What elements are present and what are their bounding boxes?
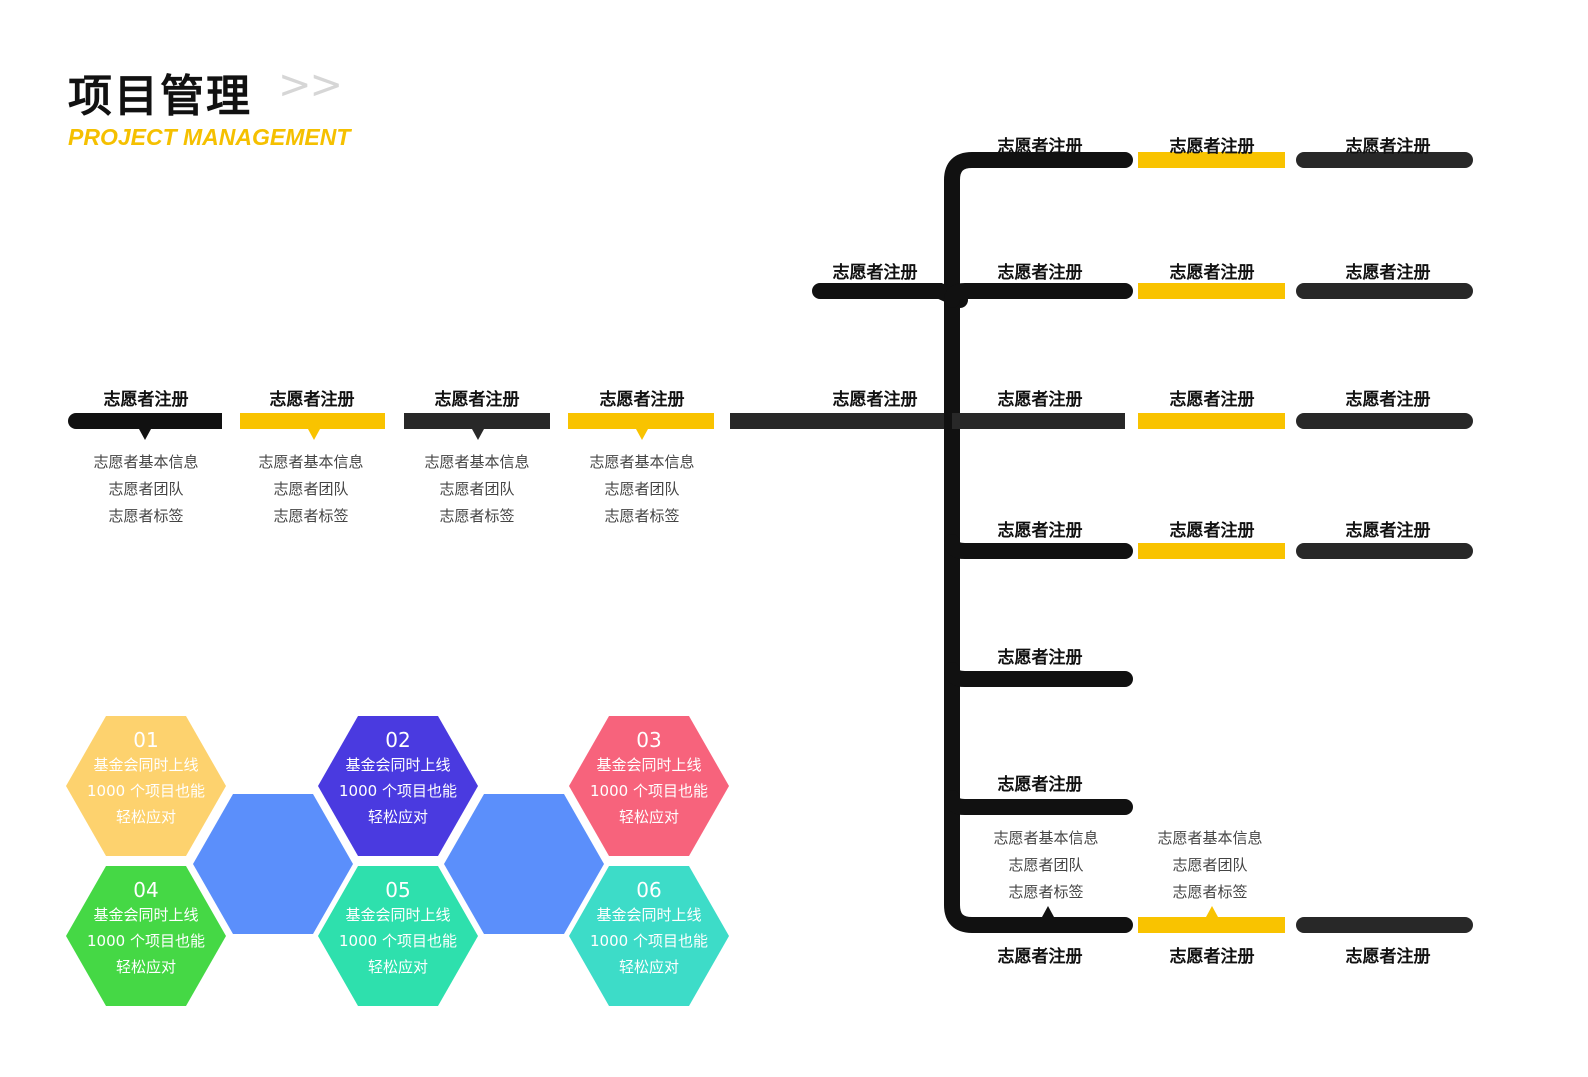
hex-5-text: 05 基金会同时上线 1000 个项目也能 轻松应对 <box>339 878 457 976</box>
tree-label-r7-c3: 志愿者注册 <box>1345 947 1431 967</box>
step-label-3: 志愿者注册 <box>434 390 520 410</box>
tree-label-r3-c2: 志愿者注册 <box>1169 390 1255 410</box>
tree-label-r6-c1: 志愿者注册 <box>997 775 1083 795</box>
hex-1-text: 01 基金会同时上线 1000 个项目也能 轻松应对 <box>87 728 205 826</box>
hex-4-text: 04 基金会同时上线 1000 个项目也能 轻松应对 <box>87 878 205 976</box>
tree-label-r3-c1: 志愿者注册 <box>997 390 1083 410</box>
tree-bar-yellow-1 <box>1138 152 1285 168</box>
step-bar-4 <box>568 413 714 429</box>
tree-label-r1-c3: 志愿者注册 <box>1345 137 1431 157</box>
step-label-4: 志愿者注册 <box>599 390 685 410</box>
step-label-1: 志愿者注册 <box>103 390 189 410</box>
hex-5 <box>318 866 478 1006</box>
tree-label-r2-c1: 志愿者注册 <box>997 263 1083 283</box>
connector-label: 志愿者注册 <box>832 390 918 410</box>
tree-label-r5-c1: 志愿者注册 <box>997 648 1083 668</box>
hex-filler-2 <box>444 794 604 934</box>
hex-1 <box>66 716 226 856</box>
tree-bar-yellow-7 <box>1138 917 1285 933</box>
tree-label-r7-c2: 志愿者注册 <box>1169 947 1255 967</box>
step-bar-3 <box>404 413 550 429</box>
step-bar-1-flat <box>120 413 222 429</box>
tree-label-r2-c3: 志愿者注册 <box>1345 263 1431 283</box>
page-subtitle: PROJECT MANAGEMENT <box>68 124 351 150</box>
tree-bar-yellow-2 <box>1138 283 1285 299</box>
step-bar-2 <box>240 413 385 429</box>
step-pointer-4 <box>636 429 648 440</box>
step-details-4: 志愿者基本信息 志愿者团队 志愿者标签 <box>589 453 695 525</box>
step-pointer-3 <box>472 429 484 440</box>
connector-bar <box>730 413 952 429</box>
bottom-pointer-2 <box>1206 906 1218 917</box>
branch-row-4 <box>944 534 1133 559</box>
step-pointer-1 <box>139 429 151 440</box>
branch-row-5 <box>944 662 1133 687</box>
branch-row-2 <box>944 283 1133 308</box>
tree-label-r3-c3: 志愿者注册 <box>1345 390 1431 410</box>
hex-2 <box>318 716 478 856</box>
tree-label-r1-c2: 志愿者注册 <box>1169 137 1255 157</box>
tree-details-2: 志愿者基本信息 志愿者团队 志愿者标签 <box>1157 829 1263 901</box>
step-pointer-2 <box>308 429 320 440</box>
branch-row-3 <box>952 413 1125 429</box>
page-title: 项目管理 <box>68 71 252 122</box>
tree-label-r4-c1: 志愿者注册 <box>997 521 1083 541</box>
upper-branch-label: 志愿者注册 <box>832 263 918 283</box>
hex-6-text: 06 基金会同时上线 1000 个项目也能 轻松应对 <box>590 878 708 976</box>
hex-3 <box>569 716 729 856</box>
hex-filler-1 <box>193 794 353 934</box>
step-details-1: 志愿者基本信息 志愿者团队 志愿者标签 <box>93 453 199 525</box>
tree-label-r7-c1: 志愿者注册 <box>997 947 1083 967</box>
step-details-3: 志愿者基本信息 志愿者团队 志愿者标签 <box>424 453 530 525</box>
tree-label-r1-c1: 志愿者注册 <box>997 137 1083 157</box>
tree-label-r2-c2: 志愿者注册 <box>1169 263 1255 283</box>
hex-4 <box>66 866 226 1006</box>
chevron-right-icon: >> <box>278 62 343 108</box>
step-details-2: 志愿者基本信息 志愿者团队 志愿者标签 <box>258 453 364 525</box>
branch-row-6 <box>944 790 1133 815</box>
tree-bar-yellow-3 <box>1138 413 1285 429</box>
hex-6 <box>569 866 729 1006</box>
tree-label-r4-c3: 志愿者注册 <box>1345 521 1431 541</box>
tree-bar-yellow-4 <box>1138 543 1285 559</box>
bottom-pointer-1 <box>1042 906 1054 917</box>
step-label-2: 志愿者注册 <box>269 390 355 410</box>
tree-details-1: 志愿者基本信息 志愿者团队 志愿者标签 <box>993 829 1099 901</box>
hex-3-text: 03 基金会同时上线 1000 个项目也能 轻松应对 <box>590 728 708 826</box>
upper-branch-line <box>812 283 968 308</box>
tree-label-r4-c2: 志愿者注册 <box>1169 521 1255 541</box>
hex-2-text: 02 基金会同时上线 1000 个项目也能 轻松应对 <box>339 728 457 826</box>
